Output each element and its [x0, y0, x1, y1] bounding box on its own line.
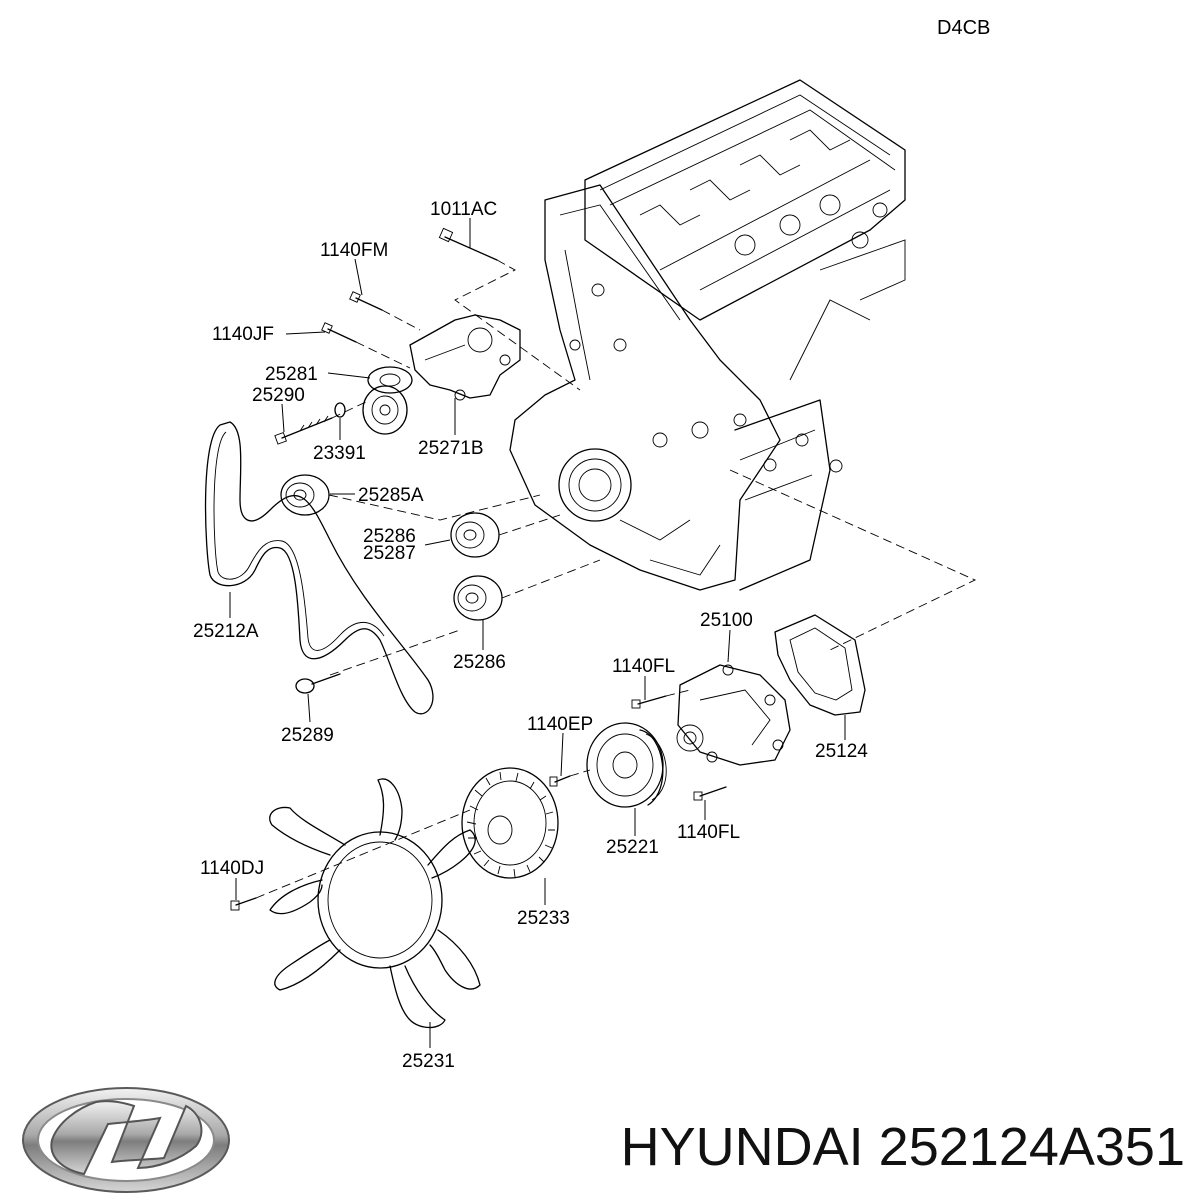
tensioner-bracket-drawing — [409, 314, 521, 401]
water-pump-25100-drawing — [676, 664, 791, 766]
drive-belt-25212A-drawing — [204, 421, 434, 715]
part-label-25287: 25287 — [363, 543, 416, 564]
part-label-25212A: 25212A — [193, 621, 259, 642]
part-number-labels: D4CB 1011AC 1140FM 1140JF 25281 25290 23… — [193, 17, 990, 1072]
tensioner-pulley-drawing — [362, 366, 413, 435]
bolt-25289-drawing — [295, 673, 341, 694]
part-label-1011AC: 1011AC — [430, 199, 497, 220]
part-label-25289: 25289 — [281, 725, 334, 746]
fan-clutch-25233-drawing — [461, 767, 559, 879]
part-label-1140FM: 1140FM — [320, 240, 388, 261]
part-label-25286-lower: 25286 — [453, 652, 506, 673]
part-label-23391: 23391 — [313, 443, 366, 464]
brand-part-title: HYUNDAI 252124A351 — [620, 1117, 1185, 1177]
washer-23391-drawing — [334, 402, 346, 418]
part-label-1140FL-lower: 1140FL — [677, 822, 740, 843]
part-label-25124: 25124 — [815, 741, 868, 762]
part-label-25271B: 25271B — [418, 438, 484, 459]
part-label-25285A: 25285A — [358, 485, 424, 506]
idler-pulley-25286-lower-drawing — [453, 575, 503, 621]
pump-pulley-25221-drawing — [586, 722, 667, 808]
part-label-1140EP: 1140EP — [527, 714, 593, 735]
part-label-1140JF: 1140JF — [212, 324, 274, 345]
part-label-1140FL-upper: 1140FL — [612, 656, 675, 677]
part-label-25233: 25233 — [517, 908, 570, 929]
part-label-25290: 25290 — [252, 385, 305, 406]
idler-pulley-25285A-drawing — [280, 474, 330, 516]
part-label-25231: 25231 — [402, 1051, 455, 1072]
part-label-25100: 25100 — [700, 610, 753, 631]
cooling-fan-25231-drawing — [269, 778, 481, 1029]
bolt-1140FM-drawing — [349, 291, 383, 311]
bolt-1140JF-drawing — [321, 322, 357, 343]
bolt-25290-drawing — [274, 415, 333, 445]
gasket-25124-drawing — [774, 614, 866, 716]
idler-pulley-25286-upper-drawing — [450, 512, 500, 558]
assembly-guide-lines — [255, 259, 977, 899]
leader-lines — [229, 218, 846, 1048]
part-label-1140DJ: 1140DJ — [200, 858, 264, 879]
part-label-25286-upper: 25286 — [363, 526, 416, 547]
bolt-1140FL-upper-drawing — [631, 695, 667, 709]
bolt-1140FL-lower-drawing — [693, 786, 727, 801]
bolt-1140DJ-drawing — [230, 897, 257, 911]
bolt-1011AC-drawing — [438, 227, 498, 261]
hyundai-logo — [22, 1087, 230, 1193]
bolt-1140EP-drawing — [549, 775, 571, 787]
engine-code-label: D4CB — [937, 17, 990, 39]
engine-block-drawing — [509, 79, 906, 591]
part-label-25221: 25221 — [606, 837, 659, 858]
part-label-25281: 25281 — [265, 364, 318, 385]
